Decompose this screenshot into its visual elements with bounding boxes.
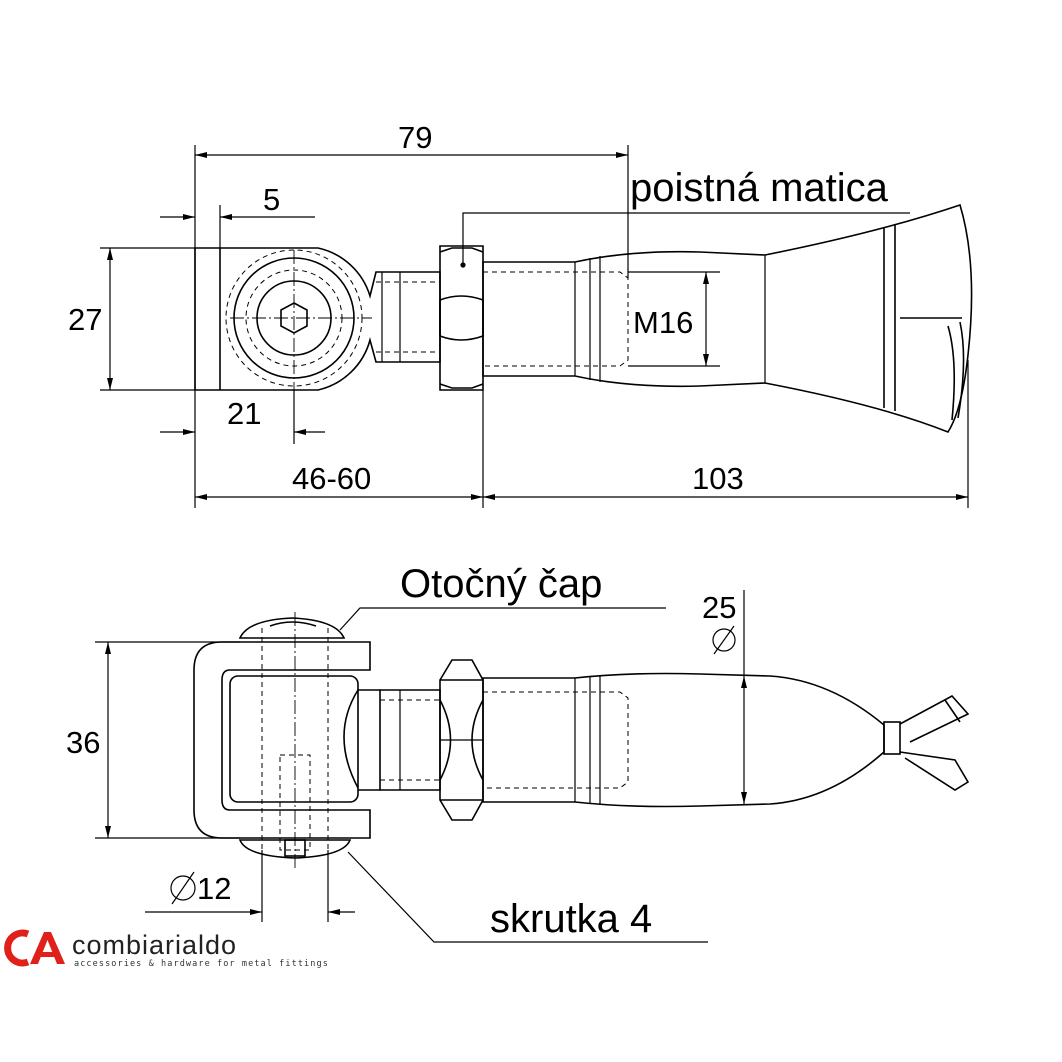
ca-logo-icon bbox=[4, 929, 65, 967]
top-view: 79 5 27 21 46-60 103 M16 poistná matica bbox=[68, 120, 973, 508]
dim-overall-79: 79 bbox=[398, 120, 432, 155]
bottom-view: Otočný čap 25 36 12 skrutka 4 bbox=[66, 562, 970, 943]
logo-name: combiarialdo bbox=[72, 930, 238, 960]
label-lock-nut: poistná matica bbox=[630, 166, 889, 210]
dim-handle-dia-25: 25 bbox=[702, 590, 736, 625]
dim-pin-dia-12: 12 bbox=[197, 871, 231, 906]
dim-thread-m16: M16 bbox=[633, 305, 693, 340]
label-screw: skrutka 4 bbox=[490, 897, 652, 941]
dim-thread-range: 46-60 bbox=[292, 461, 371, 496]
company-logo: combiarialdo accessories & hardware for … bbox=[4, 928, 328, 969]
dim-handle-103: 103 bbox=[692, 461, 744, 496]
dim-height-36: 36 bbox=[66, 725, 100, 760]
dim-height-27: 27 bbox=[68, 302, 102, 337]
dim-eye-21: 21 bbox=[227, 396, 261, 431]
dim-offset-5: 5 bbox=[263, 182, 280, 217]
logo-tagline: accessories & hardware for metal fitting… bbox=[74, 959, 329, 969]
label-pivot-pin: Otočný čap bbox=[400, 562, 602, 606]
